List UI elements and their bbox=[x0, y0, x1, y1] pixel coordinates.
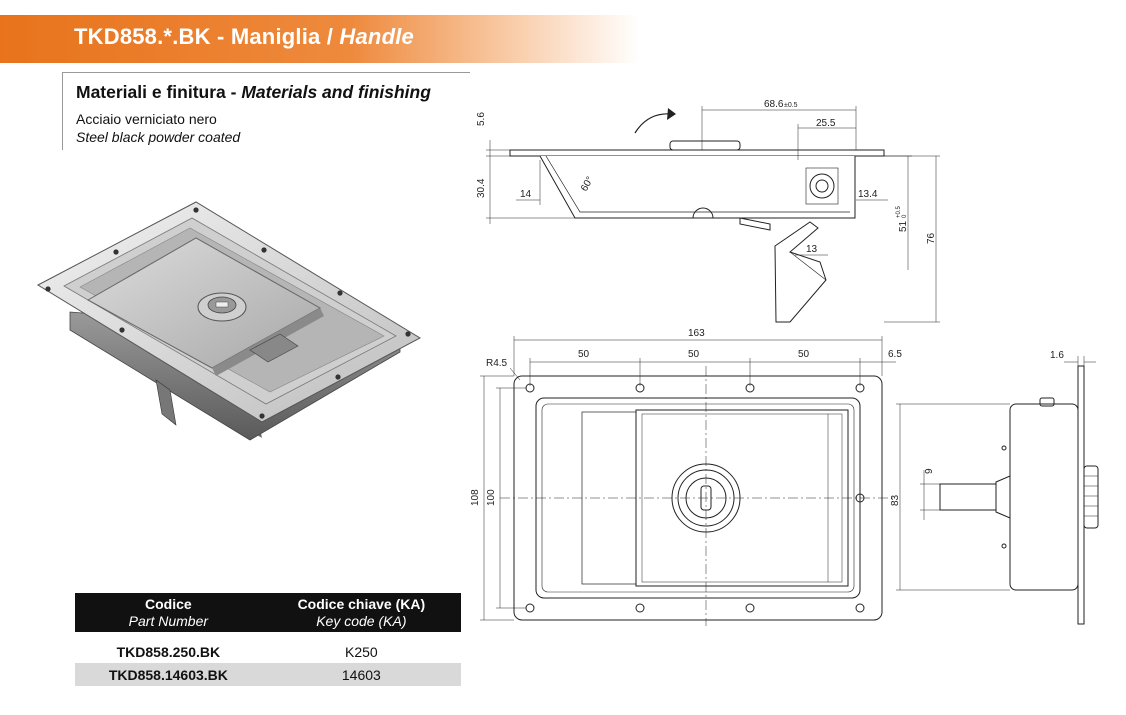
product-title: TKD858.*.BK - Maniglia / Handle bbox=[74, 24, 414, 49]
material-text-it: Acciaio verniciato nero bbox=[76, 111, 217, 127]
dim-r4-5: R4.5 bbox=[486, 358, 508, 369]
product-name-en: Handle bbox=[339, 24, 414, 49]
dim-25-5: 25.5 bbox=[816, 118, 836, 129]
dim-100: 100 bbox=[486, 489, 497, 506]
dim-9: 9 bbox=[924, 468, 935, 474]
materials-heading: Materiali e finitura - Materials and fin… bbox=[76, 82, 431, 102]
dim-50-c: 50 bbox=[798, 349, 810, 360]
dim-51-tol-up: +0.5 bbox=[896, 205, 902, 218]
product-name-it: Maniglia / bbox=[230, 24, 340, 49]
dim-50-b: 50 bbox=[688, 349, 700, 360]
table-header: Codice Part Number Codice chiave (KA) Ke… bbox=[75, 593, 461, 632]
front-view bbox=[480, 336, 896, 626]
dim-51-tol-low: 0 bbox=[902, 214, 908, 218]
dim-13: 13 bbox=[806, 244, 818, 255]
part-number-cell: TKD858.250.BK bbox=[75, 640, 262, 663]
col-part-number: Codice Part Number bbox=[75, 593, 262, 632]
key-code-cell: 14603 bbox=[261, 663, 461, 686]
key-code-cell: K250 bbox=[261, 640, 461, 663]
dim-76: 76 bbox=[926, 232, 937, 244]
col-key-code: Codice chiave (KA) Key code (KA) bbox=[261, 593, 461, 632]
side-view bbox=[896, 356, 1099, 625]
dim-51: 51 bbox=[898, 220, 909, 232]
dim-68-6: 68.6 bbox=[764, 99, 784, 110]
dim-108: 108 bbox=[470, 489, 481, 506]
dim-163: 163 bbox=[688, 328, 705, 339]
top-section-view bbox=[486, 106, 940, 323]
dim-1-6: 1.6 bbox=[1050, 350, 1064, 361]
part-code-table: Codice Part Number Codice chiave (KA) Ke… bbox=[75, 593, 461, 686]
header-banner bbox=[0, 15, 640, 63]
section-divider bbox=[62, 72, 470, 73]
handle-3d-render bbox=[36, 201, 422, 441]
dim-30-4: 30.4 bbox=[476, 178, 487, 198]
product-code: TKD858.*.BK bbox=[74, 24, 211, 49]
dim-5-6: 5.6 bbox=[476, 112, 487, 126]
table-row: TKD858.14603.BK 14603 bbox=[75, 663, 461, 686]
material-text-en: Steel black powder coated bbox=[76, 129, 241, 145]
dim-68-6-tol: ±0.5 bbox=[784, 102, 798, 109]
table-row: TKD858.250.BK K250 bbox=[75, 640, 461, 663]
dim-6-5: 6.5 bbox=[888, 349, 902, 360]
dim-50-a: 50 bbox=[578, 349, 590, 360]
part-number-cell: TKD858.14603.BK bbox=[75, 663, 262, 686]
dim-13-4: 13.4 bbox=[858, 189, 878, 200]
dim-83: 83 bbox=[890, 494, 901, 506]
dim-14: 14 bbox=[520, 189, 532, 200]
section-divider-vertical bbox=[62, 72, 63, 150]
